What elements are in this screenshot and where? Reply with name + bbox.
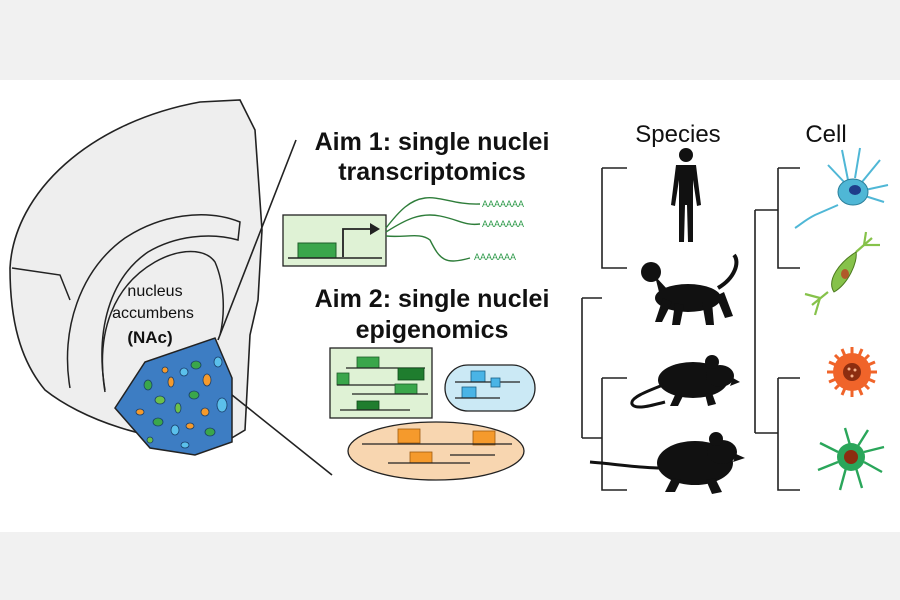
- transcript-curve-3: [385, 235, 471, 262]
- nac-label-line1: nucleus: [127, 283, 182, 300]
- promoter-arrowhead: [370, 223, 380, 235]
- nac-abbrev-label: (NAc): [127, 328, 172, 347]
- zoom-line-bottom: [231, 394, 333, 476]
- transcript-curve-1: [385, 197, 481, 229]
- bottom-margin-band: [0, 532, 900, 600]
- transcript-curve-2: [385, 214, 481, 233]
- nac-cell-dots: [135, 356, 228, 449]
- aim2-title-line2: epigenomics: [356, 316, 509, 344]
- promoter-arrow: [342, 228, 370, 257]
- green-star-cell-icon: [817, 427, 885, 491]
- aim2-title-line1: Aim 2: single nuclei: [315, 285, 550, 313]
- cell-dendrogram: [754, 167, 800, 491]
- epigenomics-orange-box: [347, 421, 525, 481]
- aim1-title-line2: transcriptomics: [338, 158, 526, 186]
- species-dendrogram: [581, 167, 627, 491]
- zoom-line-top: [217, 139, 297, 341]
- species-tree-section: Species: [581, 121, 745, 494]
- epigenomics-green-reads: [336, 356, 428, 411]
- monkey-icon: [641, 253, 739, 325]
- rat-icon: [589, 432, 745, 494]
- mouse-icon: [630, 355, 740, 409]
- brain-division-line: [11, 267, 71, 301]
- green-cell-icon: [804, 231, 880, 316]
- nac-region: [114, 337, 233, 456]
- orange-cell-icon: [827, 347, 877, 397]
- brain-section-diagram: nucleus accumbens (NAc): [9, 99, 333, 476]
- cell-header: Cell: [805, 121, 846, 148]
- blue-cell-icon: [794, 147, 889, 229]
- nac-outline-curve: [101, 250, 225, 393]
- epigenomics-blue-box: [444, 364, 536, 412]
- top-margin-band: [0, 0, 900, 80]
- epigenomics-blue-reads: [455, 370, 520, 399]
- species-header: Species: [635, 121, 720, 148]
- brain-inner-boundary: [66, 214, 241, 391]
- polya-tail-2: AAAAAAA: [482, 219, 524, 229]
- nac-label-line2: accumbens: [112, 305, 194, 322]
- aim1-title-line1: Aim 1: single nuclei: [315, 128, 550, 156]
- epigenomics-orange-reads: [362, 428, 512, 464]
- polya-tail-3: AAAAAAA: [474, 252, 516, 262]
- gene-block: [297, 242, 337, 259]
- human-icon: [671, 148, 701, 242]
- cell-tree-section: Cell: [754, 121, 889, 491]
- aims-section: Aim 1: single nuclei transcriptomics AAA…: [282, 128, 550, 481]
- polya-tail-1: AAAAAAA: [482, 199, 524, 209]
